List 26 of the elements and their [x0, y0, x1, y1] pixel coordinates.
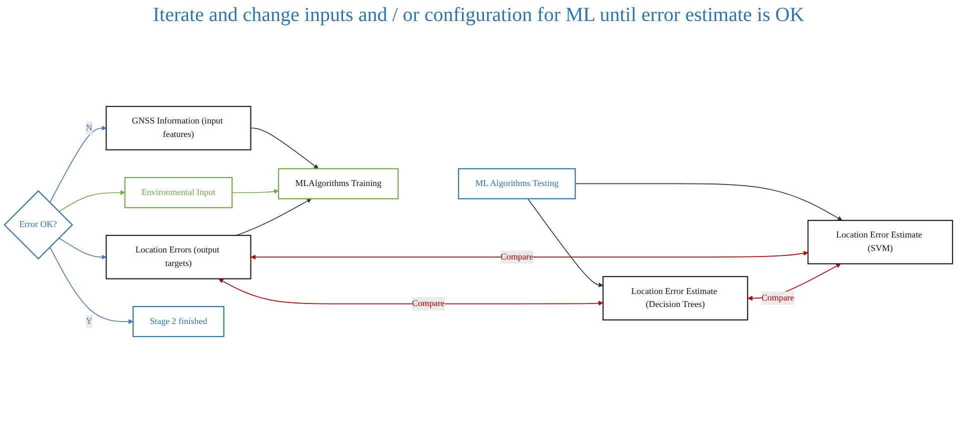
- node-box: ML Algorithms Testing: [458, 168, 576, 200]
- node-box: Location Error Estimate (SVM): [807, 220, 954, 264]
- arrow: [49, 126, 106, 204]
- arrow: [49, 246, 134, 324]
- node-diamond: Error OK?: [4, 190, 74, 260]
- edge-label: N: [86, 123, 92, 133]
- edge-label: Y: [86, 316, 92, 326]
- node-box: Environmental Input: [124, 177, 233, 208]
- node-box: MLAlgorithms Training: [278, 168, 399, 200]
- arrow: [527, 198, 604, 288]
- edge-label: Compare: [761, 293, 794, 303]
- node-box: Stage 2 finished: [132, 306, 224, 338]
- arrow: [250, 128, 319, 169]
- edge-label: Compare: [412, 298, 445, 308]
- arrow: [574, 183, 842, 221]
- arrow: [58, 238, 106, 260]
- edge-label: Compare: [500, 252, 534, 262]
- arrow: [218, 278, 604, 306]
- arrow: [250, 250, 808, 260]
- arrow: [232, 189, 279, 194]
- arrow: [236, 198, 312, 236]
- arrow: [58, 190, 126, 212]
- node-box: Location Errors (output targets): [106, 234, 252, 280]
- node-box: GNSS Information (input features): [106, 106, 252, 150]
- diagram-title: Iterate and change inputs and / or configuration for ML until error estimate is OK: [152, 3, 806, 28]
- node-box: Location Error Estimate (Decision Trees): [602, 276, 748, 320]
